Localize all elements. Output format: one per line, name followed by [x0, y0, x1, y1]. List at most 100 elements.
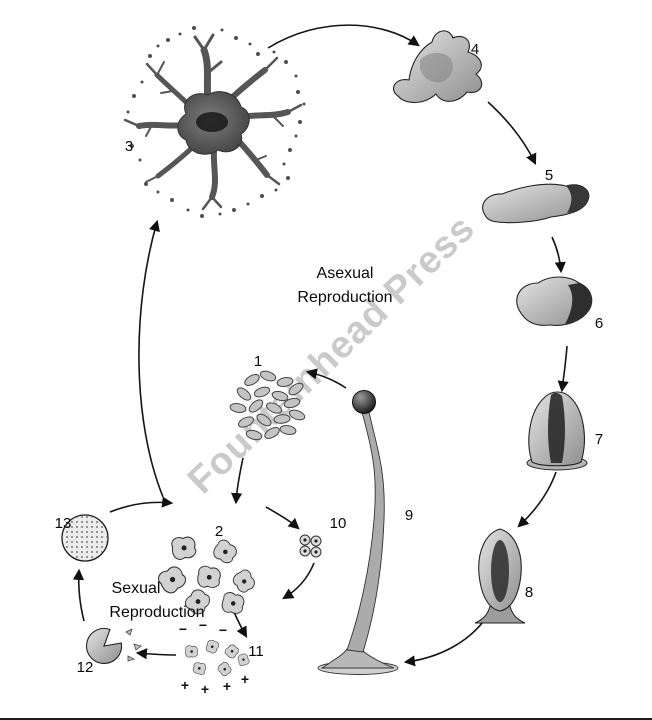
minus-sign: −	[179, 621, 187, 637]
young-sporangium-base	[474, 605, 526, 624]
sporangium-head	[352, 390, 376, 414]
stage-label-7: 7	[595, 431, 603, 448]
spore	[229, 403, 247, 413]
arrow-sexual-to-plasmodium	[138, 219, 164, 498]
sporangium-stalk	[346, 411, 385, 653]
stage-7-early-fruiting-body	[526, 391, 588, 471]
spore	[236, 387, 252, 401]
sporangium-base-cone	[320, 648, 395, 669]
cell-fragment	[127, 655, 136, 662]
spore	[288, 409, 306, 421]
stage-label-6: 6	[595, 315, 603, 332]
stage-label-2-amoebae: 2	[215, 523, 223, 540]
plasmodium-branches	[123, 33, 303, 211]
amoeba-cell	[230, 567, 258, 596]
sexual-reproduction-label-line2: Reproduction	[109, 604, 204, 621]
stage-9-stalked-sporangium	[317, 390, 399, 675]
spore	[253, 386, 271, 398]
spore	[271, 390, 289, 402]
arrow-to-10	[265, 506, 300, 530]
minus-sign: −	[219, 622, 227, 638]
arrow-7-to-8	[517, 471, 557, 528]
stage-10-cells	[299, 534, 322, 558]
arrow-8-to-9	[403, 617, 487, 667]
plasmodium-core	[196, 112, 228, 132]
zygote-stipple	[63, 516, 107, 560]
arrow-1-down	[231, 457, 244, 505]
stage-label-3-plasmodium: 3	[125, 138, 133, 155]
stage-label-11: 11	[248, 643, 264, 660]
stage-label-8: 8	[525, 584, 533, 601]
spore	[248, 399, 264, 413]
stage-label-4: 4	[471, 41, 479, 58]
arrow-12-to-13	[72, 568, 85, 622]
arrow-2-to-11	[233, 611, 248, 638]
spore	[288, 382, 304, 396]
asexual-reproduction-label-line2: Reproduction	[297, 289, 392, 306]
amoeba-cell	[218, 589, 248, 618]
spore	[276, 377, 294, 387]
small-cell-nucleus	[303, 538, 307, 542]
fruiting-dark-band	[548, 392, 565, 463]
arrow-13-to-2	[109, 496, 174, 513]
spore	[279, 425, 297, 435]
stage-1-spore-cluster	[229, 370, 306, 441]
amoeba-cell	[209, 536, 241, 568]
amoeba-cell	[155, 563, 190, 597]
arrow-11-to-12	[135, 648, 177, 660]
spore	[238, 416, 254, 428]
mating-cell	[203, 637, 221, 656]
plus-sign: +	[241, 671, 249, 687]
mating-cell	[216, 660, 233, 678]
stage-number-labels: 1 2 3 4 5 6 7 8 9 10 11 12 13	[55, 41, 604, 676]
arrow-6-to-7	[557, 345, 569, 393]
plus-sign: +	[223, 678, 231, 694]
minus-sign: −	[199, 617, 207, 633]
mound-dark-side	[565, 283, 592, 324]
arrow-10-to-11	[282, 562, 315, 600]
cell-fragment	[125, 628, 133, 636]
stage-11-mating-cells: − − − + + + +	[179, 617, 251, 697]
stage-label-9-sporangium: 9	[405, 507, 413, 524]
spore	[256, 413, 272, 427]
stage-13-zygote	[61, 514, 109, 562]
young-sporangium-core	[491, 540, 509, 602]
small-cell-nucleus	[314, 539, 318, 543]
amoeba-cell	[171, 536, 197, 560]
spore	[245, 429, 263, 441]
spore	[266, 402, 282, 414]
stage-8-young-sporangium	[474, 528, 526, 624]
spore	[244, 374, 260, 386]
spore	[259, 370, 277, 382]
spore	[273, 414, 291, 424]
small-cell-nucleus	[314, 550, 318, 554]
stage-label-1-spores: 1	[254, 353, 262, 370]
page-bottom-rule	[0, 718, 652, 720]
spore	[283, 397, 301, 409]
cell-fragment	[133, 643, 142, 651]
stage-label-5: 5	[545, 167, 553, 184]
arrow-3-to-4	[267, 24, 420, 49]
stage-5-slug	[482, 183, 590, 224]
cycle-arrows	[72, 24, 569, 667]
slug-dark-tip	[566, 184, 589, 213]
stage-6-mound	[516, 276, 593, 326]
arrow-4-to-5	[487, 101, 537, 166]
cycle-titles: Asexual Reproduction Sexual Reproduction	[109, 265, 392, 621]
stage-label-12: 12	[77, 659, 94, 676]
amoeboid-shading	[420, 52, 453, 83]
plus-sign: +	[181, 677, 189, 693]
amoeba-cell	[194, 563, 224, 592]
mating-cell	[191, 660, 208, 677]
stage-label-10: 10	[330, 515, 347, 532]
asexual-reproduction-label-line1: Asexual	[317, 265, 374, 282]
stage-3-plasmodium	[123, 26, 306, 218]
spore	[264, 427, 280, 439]
stage-label-13-zygote: 13	[55, 515, 72, 532]
plasmodium-spill-dots	[126, 26, 306, 218]
small-cell-nucleus	[303, 549, 307, 553]
fusing-cell-body	[86, 627, 123, 665]
arrow-9-to-1	[305, 368, 347, 389]
